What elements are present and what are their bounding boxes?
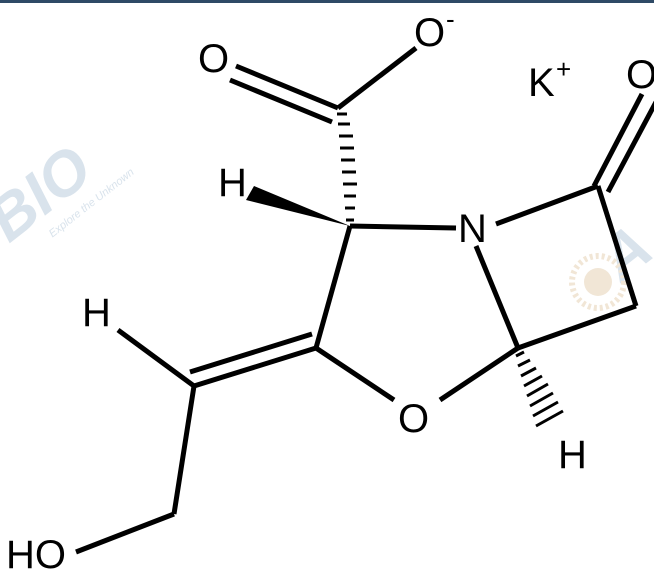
atom-n-ring: N xyxy=(458,207,487,251)
charge-potassium: + xyxy=(556,54,571,84)
bond-exo-double-b xyxy=(189,331,313,375)
atom-h-c5: H xyxy=(558,433,587,477)
watermark-seal-inner-icon xyxy=(584,268,612,296)
atom-o-ketone: O xyxy=(626,53,654,97)
bond-o-c2 xyxy=(314,345,396,403)
atom-o-ring: O xyxy=(398,397,429,441)
bond-vinyl-h xyxy=(116,327,196,389)
atom-labels: O O - K + O H N H O H HO xyxy=(6,4,654,570)
bond-c7-c6 xyxy=(595,185,639,307)
bond-carboxyl-double-a xyxy=(235,63,339,111)
top-border xyxy=(0,0,654,3)
bond-ch2-oh xyxy=(75,511,175,555)
atom-hydroxyl: HO xyxy=(6,533,66,570)
bond-layer xyxy=(75,46,654,555)
atom-h-c3: H xyxy=(218,161,247,205)
atom-o-carboxylate: O xyxy=(414,11,445,55)
bond-ketone-a xyxy=(591,92,645,188)
bond-carboxyl-double-b xyxy=(229,77,333,125)
bond-c5-o xyxy=(438,345,520,403)
charge-carboxylate: - xyxy=(446,4,455,34)
bond-n-c7 xyxy=(495,183,599,227)
bond-c6-c5 xyxy=(517,303,637,351)
bond-hash-c5-h xyxy=(515,350,564,428)
atom-potassium: K xyxy=(528,61,555,105)
atom-h-vinyl: H xyxy=(82,291,111,335)
watermark-right-tagline: Ac xyxy=(650,268,654,286)
bond-hash-c3-carboxyl xyxy=(337,112,357,222)
atom-o-carbonyl: O xyxy=(198,37,229,81)
bond-n-c5 xyxy=(473,245,521,349)
bond-wedge-h-c3 xyxy=(246,186,350,226)
bond-exo-double-a xyxy=(193,345,317,389)
watermark-seal-icon xyxy=(569,253,627,311)
bond-c3-n xyxy=(349,223,457,231)
bond-c3-c2 xyxy=(313,225,353,349)
bond-vinyl-ch2 xyxy=(171,385,197,515)
watermark-left: BIO Explore the Unknown xyxy=(0,133,137,255)
bond-ketone-b xyxy=(605,100,654,194)
bond-carboxyl-single xyxy=(336,46,418,110)
